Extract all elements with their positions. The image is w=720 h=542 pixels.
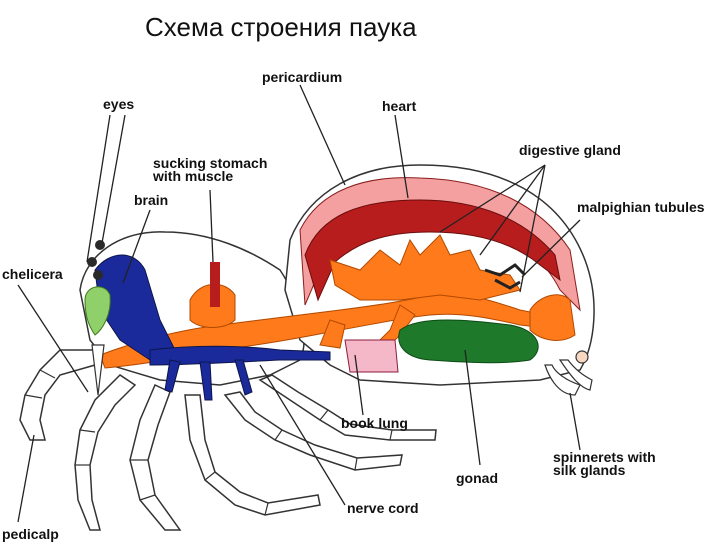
sucking-stomach-muscle [210,262,220,307]
chelicera-fang [91,344,105,396]
leader-lines [17,84,581,523]
title-bar: Схема строения паука [0,0,720,42]
label-eyes: eyes [103,96,135,112]
page-title: Схема строения паука [145,12,417,42]
label-malpighian-tubules: malpighian tubules [577,199,705,215]
label-book-lung: book lung [341,415,408,431]
gonad-shape [398,319,539,364]
label-spinnerets-2: silk glands [553,462,626,478]
label-pedicalp: pedicalp [2,526,59,542]
book-lung-shape [344,339,399,373]
label-heart: heart [382,98,417,114]
label-chelicera: chelicera [2,266,63,282]
label-sucking-stomach-2: with muscle [153,168,234,184]
spider-anatomy-diagram [17,84,595,531]
label-nerve-cord: nerve cord [347,500,419,516]
nervous-system [94,254,331,401]
label-brain: brain [134,192,169,208]
label-pericardium: pericardium [262,69,343,85]
label-gonad: gonad [456,470,498,486]
label-spinnerets-1: spinnerets with [553,449,656,465]
leg-joints [24,369,393,516]
spinnerets-shape [544,350,593,396]
malpighian-tubules-shape [484,263,527,290]
chelicera-shape [84,286,111,336]
label-digestive-gland: digestive gland [519,142,621,158]
heart-shape [304,199,561,302]
label-sucking-stomach-1: sucking stomach [153,155,268,171]
